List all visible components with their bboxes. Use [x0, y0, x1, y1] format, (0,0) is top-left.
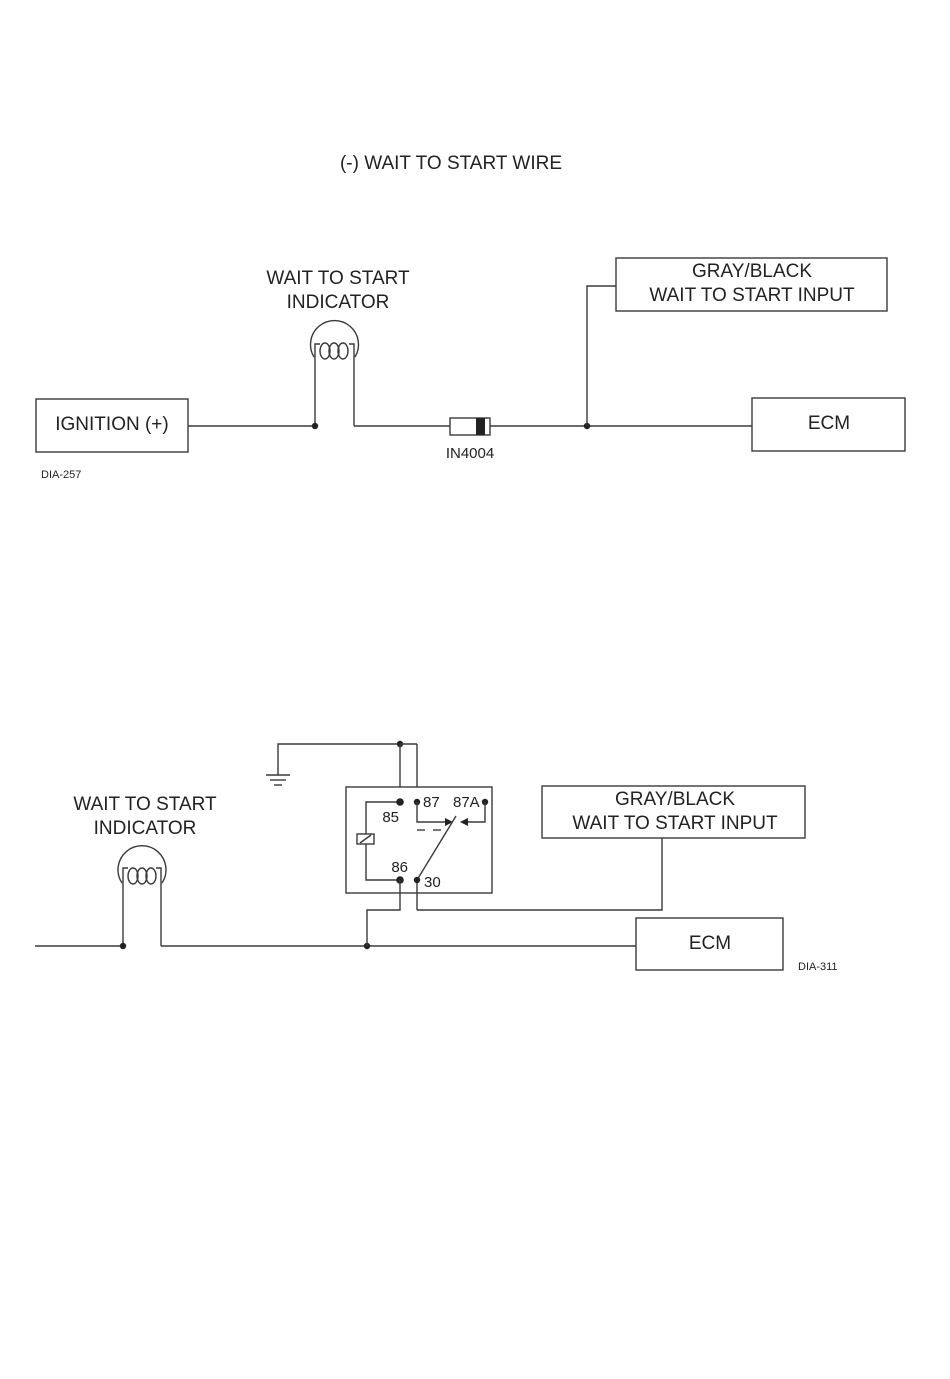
- indicator-label-line2: INDICATOR: [287, 292, 390, 313]
- ecm-label: ECM: [808, 413, 850, 434]
- input-label-line1: GRAY/BLACK: [692, 261, 812, 282]
- indicator-label-line2: INDICATOR: [94, 818, 197, 839]
- indicator-lamp-icon: [118, 846, 166, 884]
- input-label-line2: WAIT TO START INPUT: [649, 285, 855, 306]
- ground-icon: [266, 744, 400, 785]
- wait-to-start-input-box: GRAY/BLACK WAIT TO START INPUT: [542, 786, 805, 838]
- input-label-line1: GRAY/BLACK: [615, 789, 735, 810]
- page-title: (-) WAIT TO START WIRE: [340, 153, 562, 174]
- ecm-box: ECM: [636, 918, 783, 970]
- ignition-box: IGNITION (+): [36, 399, 188, 452]
- ecm-box: ECM: [752, 398, 905, 451]
- relay-pin-86-label: 86: [391, 859, 408, 876]
- indicator-label-line1: WAIT TO START: [266, 268, 410, 289]
- wire-to-input-box: [587, 286, 616, 426]
- indicator-label-line1: WAIT TO START: [73, 794, 217, 815]
- relay-pin-85-label: 85: [382, 809, 399, 826]
- diode-icon: [450, 418, 490, 435]
- ecm-label: ECM: [689, 933, 731, 954]
- diagram-1: IGNITION (+) WAIT TO START INDICATOR IN4…: [36, 258, 905, 481]
- diagram-code: DIA-311: [798, 961, 838, 973]
- ignition-label: IGNITION (+): [55, 414, 168, 435]
- junction-dot: [312, 423, 318, 429]
- diode-label: IN4004: [446, 445, 494, 462]
- wait-to-start-input-box: GRAY/BLACK WAIT TO START INPUT: [616, 258, 887, 311]
- relay-pin-87-label: 87: [423, 794, 440, 811]
- input-label-line2: WAIT TO START INPUT: [572, 813, 778, 834]
- diagram-code: DIA-257: [41, 469, 81, 481]
- diagram-2: WAIT TO START INDICATOR: [35, 741, 838, 973]
- relay-pin-87a-label: 87A: [453, 794, 480, 811]
- relay-pin-30-label: 30: [424, 874, 441, 891]
- junction-dot: [120, 943, 126, 949]
- indicator-lamp-icon: [311, 321, 359, 359]
